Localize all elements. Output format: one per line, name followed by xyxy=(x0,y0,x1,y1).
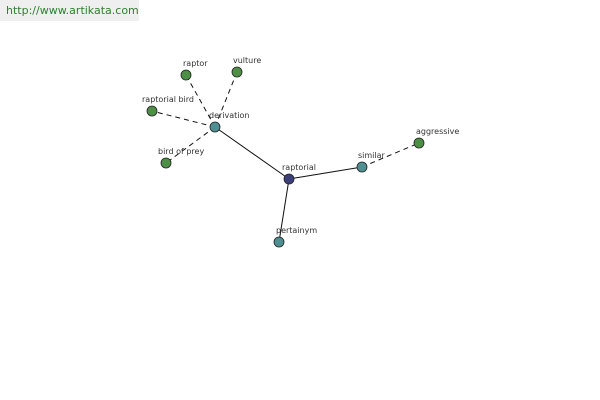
nodes-layer xyxy=(146,66,425,248)
edge-similar-aggressive xyxy=(361,142,420,168)
edge-raptorial-similar xyxy=(288,166,363,180)
node-raptorial-bird[interactable] xyxy=(146,105,158,117)
node-pertainym[interactable] xyxy=(273,236,285,248)
node-label-raptor[interactable]: raptor xyxy=(183,59,208,68)
edge-derivation-bird-of-prey xyxy=(165,126,216,164)
node-derivation[interactable] xyxy=(209,121,221,133)
node-label-raptorial-bird[interactable]: raptorial bird xyxy=(142,95,194,104)
labels-layer: raptorial derivation similar pertainym rapto… xyxy=(142,56,459,235)
node-label-bird-of-prey[interactable]: bird of prey xyxy=(158,147,204,156)
node-label-aggressive[interactable]: aggressive xyxy=(416,127,459,136)
node-bird-of-prey[interactable] xyxy=(160,157,172,169)
edge-derivation-raptorial-bird xyxy=(151,110,216,128)
node-label-pertainym[interactable]: pertainym xyxy=(276,226,317,235)
edges-layer xyxy=(151,71,420,243)
site-url-link[interactable]: http://www.artikata.com xyxy=(6,4,139,17)
edge-raptorial-pertainym xyxy=(278,178,290,243)
edge-raptorial-derivation xyxy=(214,126,290,180)
node-aggressive[interactable] xyxy=(413,137,425,149)
node-label-derivation[interactable]: derivation xyxy=(209,111,249,120)
node-label-similar[interactable]: similar xyxy=(358,151,386,160)
node-vulture[interactable] xyxy=(231,66,243,78)
node-label-raptorial[interactable]: raptorial xyxy=(282,163,316,172)
node-raptor[interactable] xyxy=(180,69,192,81)
site-url-banner[interactable]: http://www.artikata.com xyxy=(0,0,139,21)
node-similar[interactable] xyxy=(356,161,368,173)
node-raptorial[interactable] xyxy=(283,173,295,185)
edge-derivation-raptor xyxy=(185,74,216,128)
edge-derivation-vulture xyxy=(214,71,238,128)
node-label-vulture[interactable]: vulture xyxy=(233,56,261,65)
